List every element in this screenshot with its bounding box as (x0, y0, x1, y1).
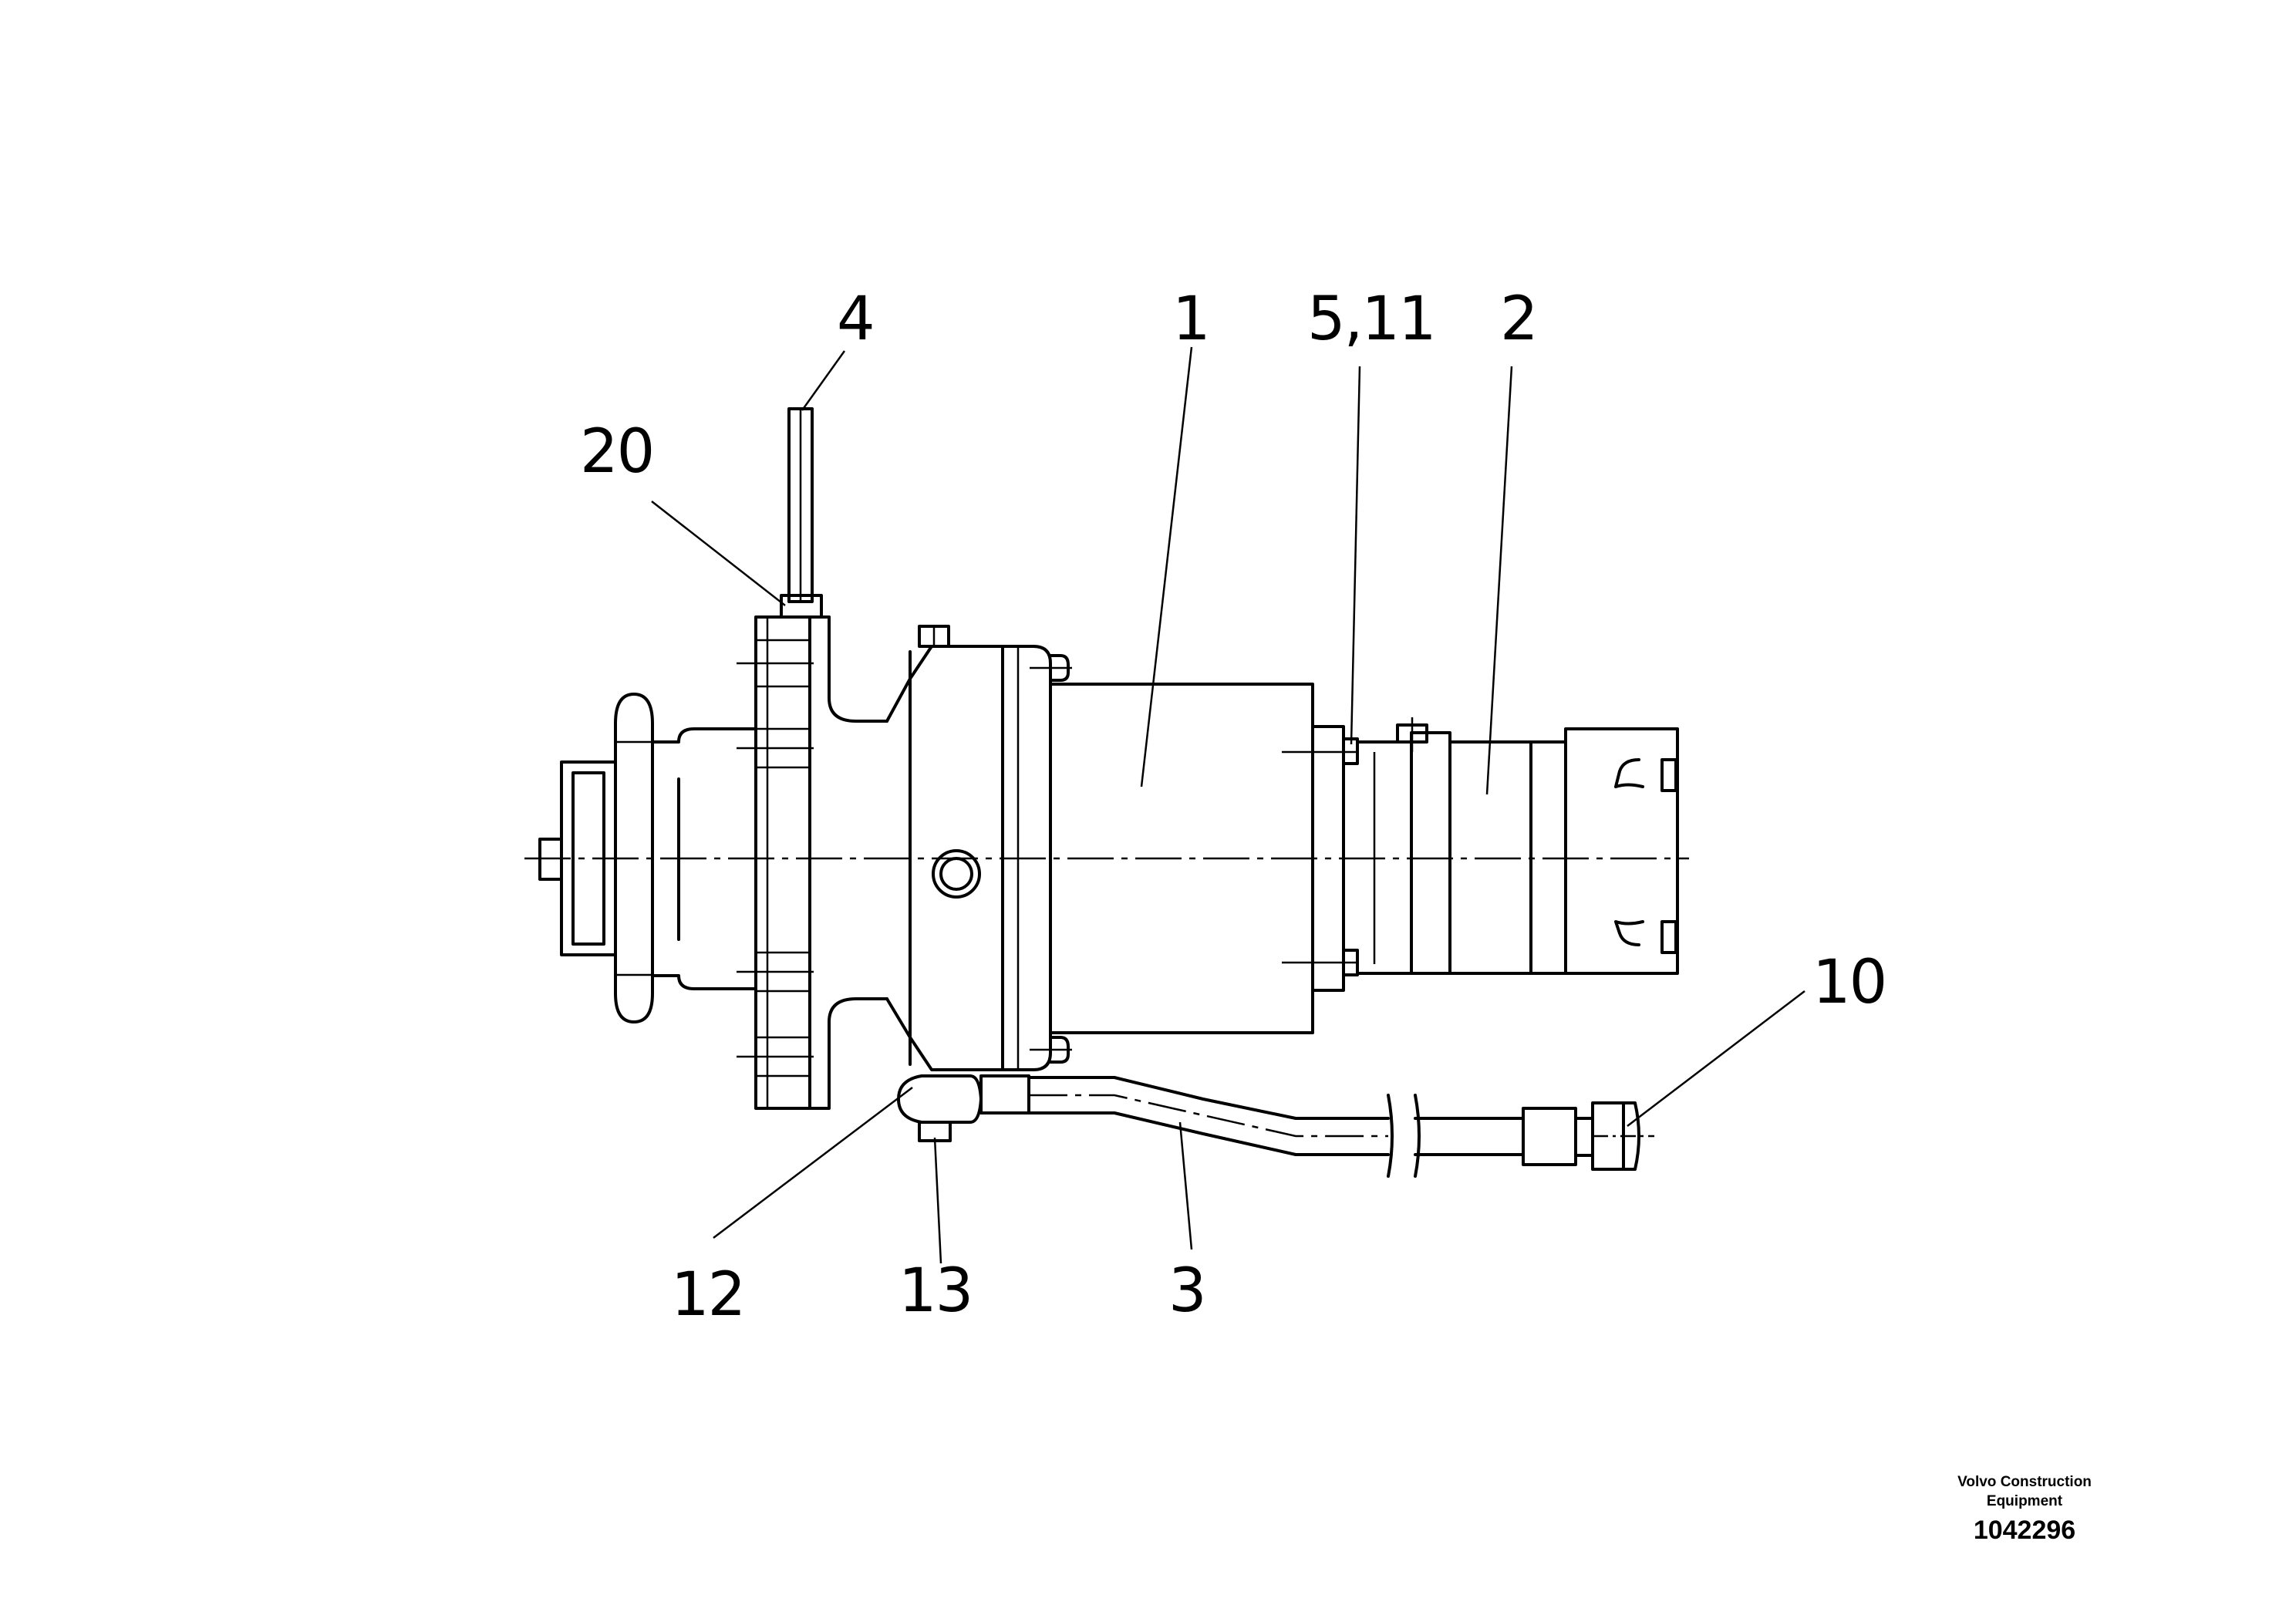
hydraulic-line (1027, 1076, 1654, 1178)
flange-bolts (737, 639, 814, 1077)
callout-13: 13 (899, 1256, 972, 1326)
callout-3: 3 (1168, 1256, 1205, 1326)
callout-12: 12 (671, 1260, 744, 1330)
vent-pipe (780, 407, 823, 619)
callout-20: 20 (580, 417, 653, 487)
motor-body (1049, 683, 1359, 1034)
callout-5-11: 5,11 (1307, 285, 1435, 354)
leader-lines (651, 346, 1805, 1264)
callout-10: 10 (1812, 948, 1886, 1017)
hydraulic-pump (1356, 717, 1679, 976)
callout-4: 4 (837, 285, 874, 354)
brand-line-1: Volvo Construction (1957, 1474, 2092, 1490)
gear-housing (885, 625, 1072, 1142)
brand-line-2: Equipment (1987, 1493, 2063, 1509)
callout-labels: 4 20 1 5,11 2 10 12 13 3 (580, 285, 1887, 1330)
callout-2: 2 (1500, 285, 1537, 354)
document-number: 1042296 (1974, 1516, 2075, 1545)
callout-1: 1 (1172, 285, 1209, 354)
title-block: Volvo Construction Equipment 1042296 (1957, 1474, 2092, 1545)
mounting-flange (737, 615, 888, 1110)
